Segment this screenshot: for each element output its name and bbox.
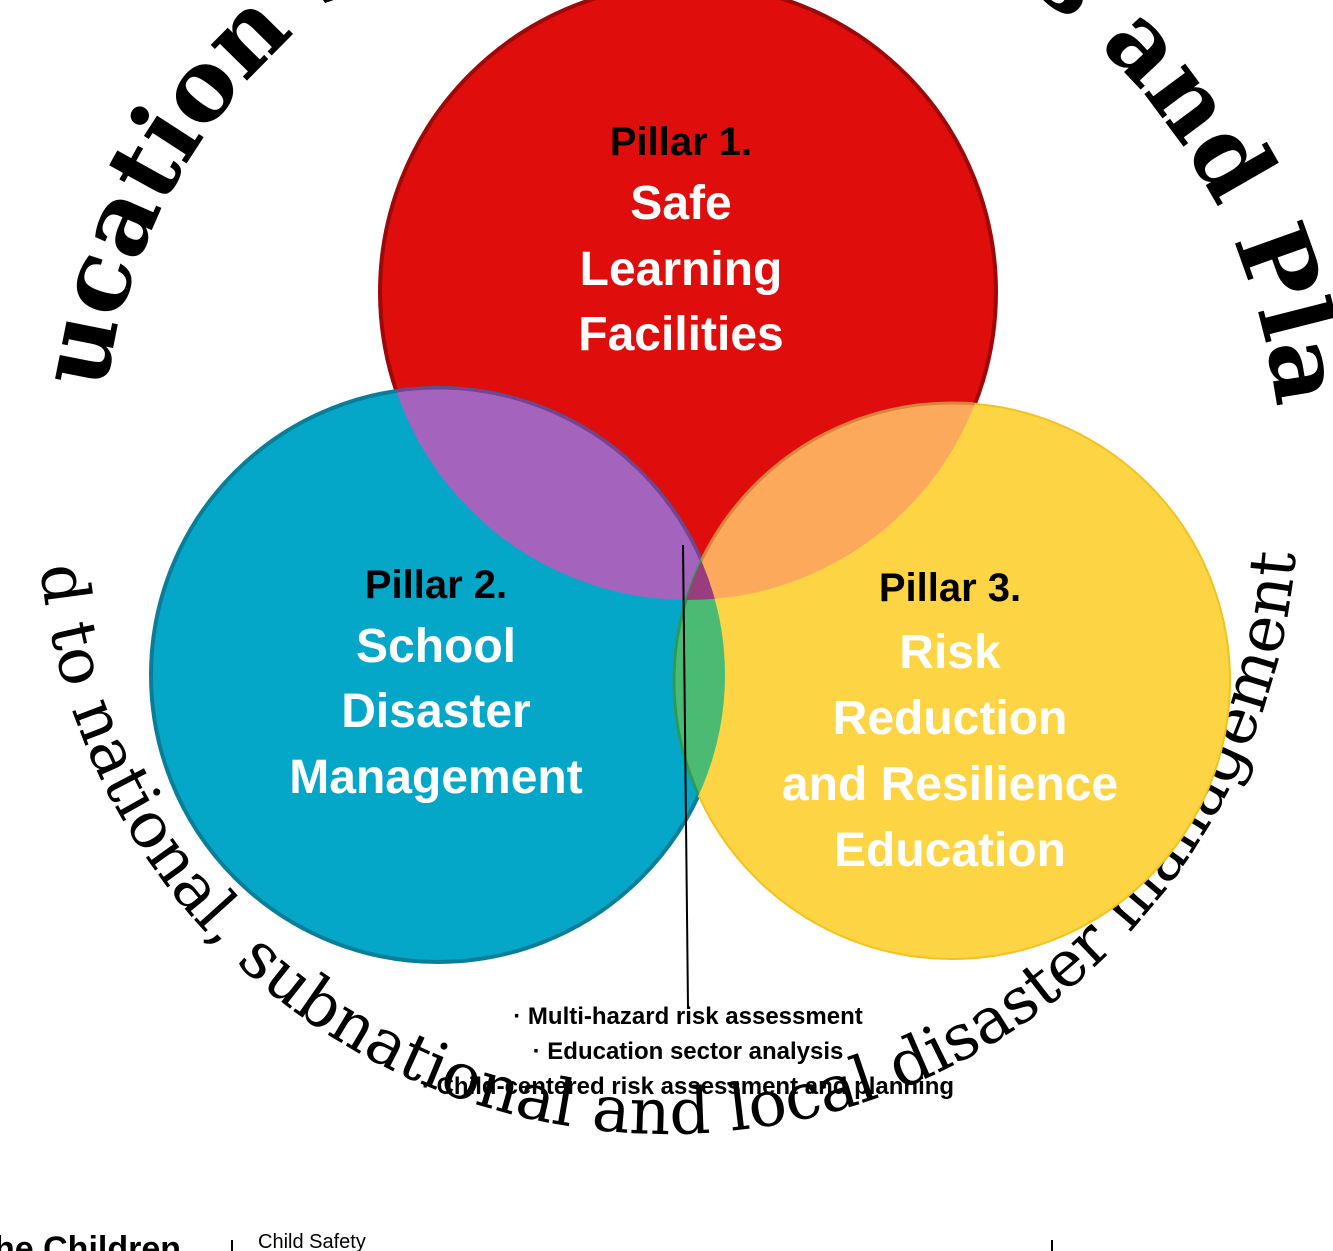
overlap-pillar2-pillar3 — [672, 401, 725, 961]
pillar-1-title-line-2: Learning — [580, 243, 783, 296]
pillar-1-number: Pillar 1. — [610, 120, 752, 164]
pillar-3-title-line-3: and Resilience — [782, 758, 1118, 811]
center-bullet-2: · Education sector analysis — [533, 1038, 844, 1065]
pillar-3-title-line-1: Risk — [899, 626, 1001, 679]
pillar-3-title-line-2: Reduction — [833, 692, 1068, 745]
pillar-3-title-line-4: Education — [834, 824, 1066, 877]
pillar-1-title-line-3: Facilities — [578, 308, 783, 361]
center-bullet-1: · Multi-hazard risk assessment — [513, 1003, 862, 1030]
pillar-2-title-line-1: School — [356, 620, 516, 673]
pillar-2-title-line-2: Disaster — [341, 685, 530, 738]
footer-label: Child Safety — [258, 1231, 366, 1251]
center-pointer-line — [682, 544, 689, 1008]
center-bullet-3: · Child-centered risk assessment and pla… — [422, 1073, 954, 1100]
overlap-pillar1-pillar2 — [380, 386, 727, 600]
pillar-2-number: Pillar 2. — [365, 563, 507, 607]
overlap-pillar1-pillar3 — [672, 401, 996, 600]
pillar-2-title-line-3: Management — [289, 751, 582, 804]
pillar-3-number: Pillar 3. — [879, 566, 1021, 610]
footer-logo-text: he Children — [0, 1230, 181, 1251]
pillar-1-title-line-1: Safe — [630, 177, 731, 230]
